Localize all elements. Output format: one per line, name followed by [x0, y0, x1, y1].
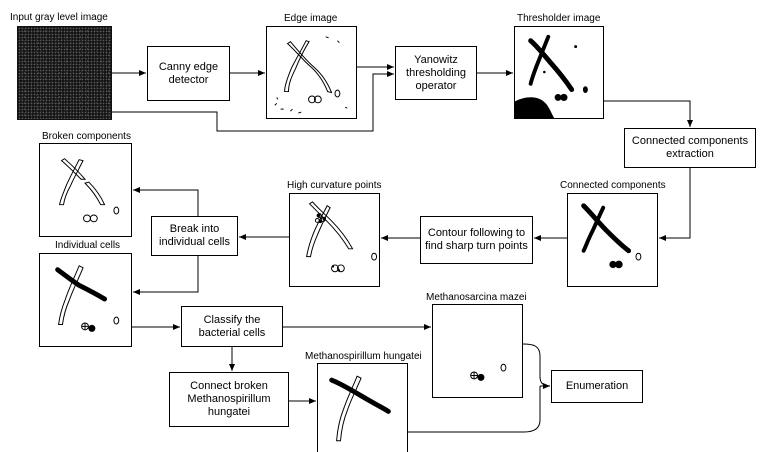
individual-cells-label: Individual cells — [55, 240, 121, 251]
high-curvature-image — [289, 193, 380, 287]
broken-components-image — [39, 143, 132, 237]
edge-image-label: Edge image — [284, 13, 338, 24]
input-gray-image — [17, 26, 112, 120]
break-into-cells-box: Break into individual cells — [151, 216, 238, 256]
hungatei-label: Methanospirillum hungatei — [305, 351, 422, 362]
input-image-label: Input gray level image — [10, 12, 108, 23]
mazei-image — [432, 304, 523, 398]
mazei-label: Methanosarcina mazei — [426, 292, 527, 303]
broken-components-label: Broken components — [42, 131, 131, 142]
yanowitz-thresholding-box: Yanowitz thresholding operator — [395, 46, 477, 100]
connected-components-image — [567, 193, 658, 287]
thresholder-image — [514, 26, 604, 119]
individual-cells-image — [39, 253, 132, 347]
connected-components-label: Connected components — [560, 180, 666, 191]
hungatei-image — [317, 363, 408, 452]
high-curvature-label: High curvature points — [287, 180, 382, 191]
classify-cells-box: Classify the bacterial cells — [181, 306, 283, 347]
edge-image — [266, 26, 357, 119]
enumeration-box: Enumeration — [551, 370, 643, 403]
connected-components-extraction-box: Connected components extraction — [624, 128, 756, 168]
thresholder-image-label: Thresholder image — [517, 13, 601, 24]
contour-following-box: Contour following to find sharp turn poi… — [420, 216, 533, 264]
connect-broken-box: Connect broken Methanospirillum hungatei — [169, 372, 289, 427]
canny-edge-detector-box: Canny edge detector — [147, 46, 230, 101]
